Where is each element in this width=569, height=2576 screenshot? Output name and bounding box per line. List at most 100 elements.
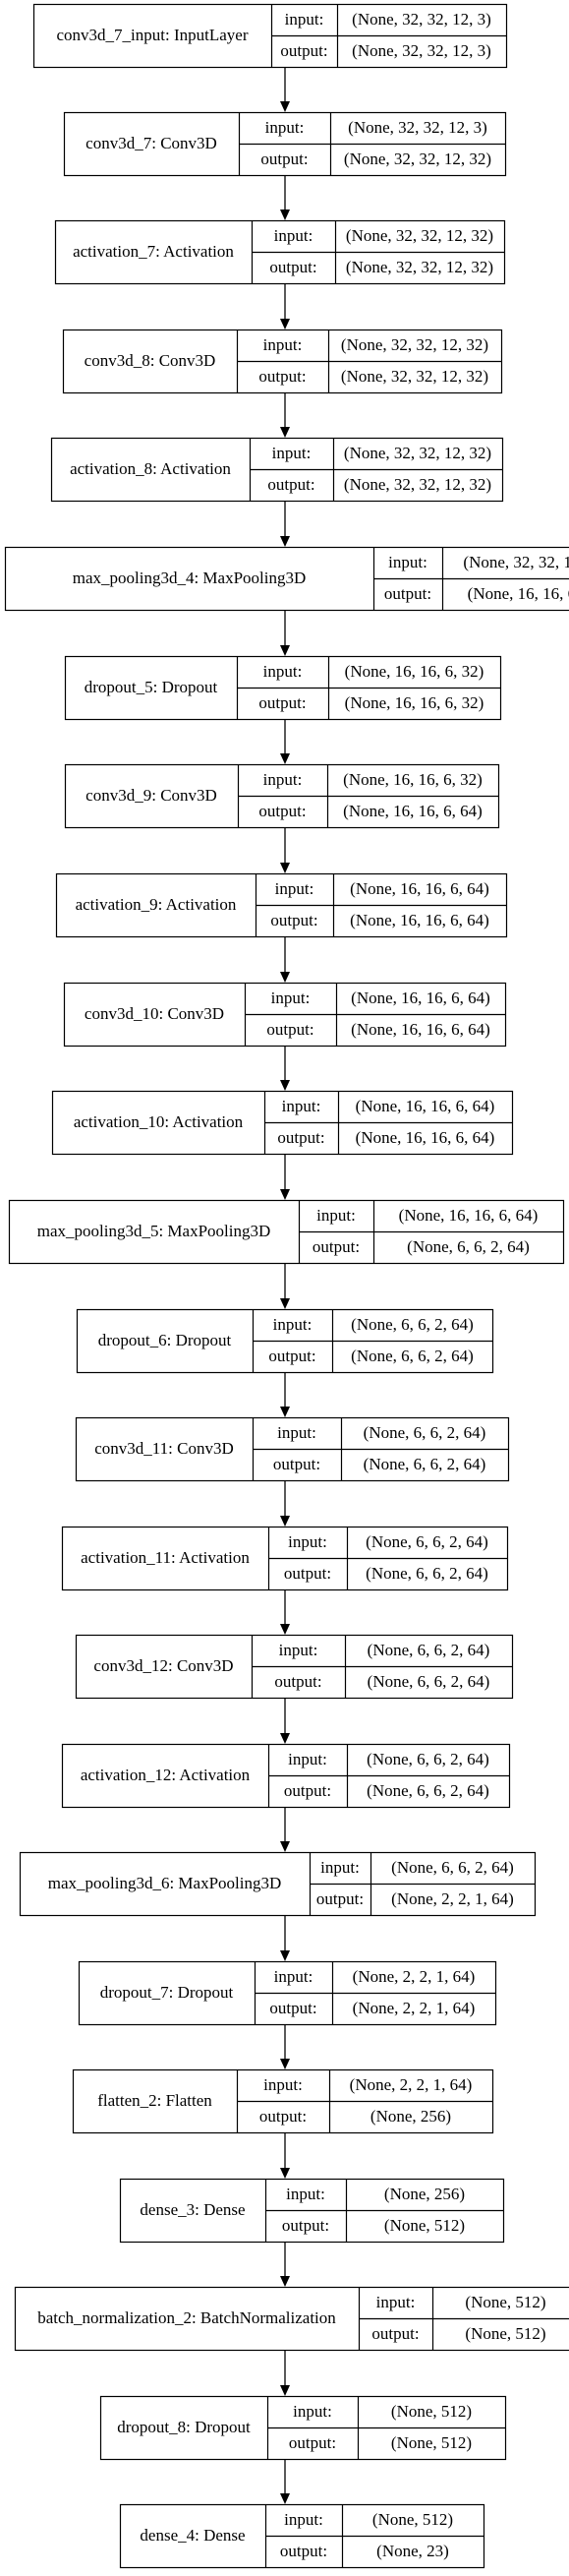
input-shape: (None, 256) (384, 2185, 465, 2203)
output-shape: (None, 16, 16, 6, 64) (356, 1128, 495, 1147)
output-shape: (None, 32, 32, 12, 3) (352, 41, 491, 60)
output-shape: (None, 2, 2, 1, 64) (391, 1889, 514, 1908)
output-label: output: (371, 2324, 419, 2343)
connector-arrow (280, 1481, 290, 1527)
input-shape: (None, 6, 6, 2, 64) (391, 1858, 514, 1877)
connector-arrow (280, 2243, 290, 2287)
connector-arrow (280, 1264, 290, 1309)
output-label: output: (280, 2542, 327, 2560)
output-shape: (None, 2, 2, 1, 64) (353, 1999, 476, 2017)
output-label: output: (289, 2433, 336, 2452)
output-label: output: (316, 1889, 364, 1908)
layer-node: batch_normalization_2: BatchNormalizatio… (14, 2286, 569, 2352)
input-label: input: (293, 2402, 332, 2421)
output-label: output: (274, 1672, 321, 1691)
connector-arrow (280, 68, 290, 112)
input-label: input: (275, 879, 314, 898)
input-label: input: (271, 988, 311, 1007)
layer-node: activation_8: Activationinput:output:(No… (50, 437, 504, 503)
layer-name: dense_4: Dense (140, 2526, 245, 2545)
output-label: output: (284, 1564, 331, 1583)
layer-node: activation_9: Activation input: output: (No… (55, 872, 508, 938)
input-label: input: (273, 1315, 313, 1334)
input-label: input: (274, 1967, 313, 1986)
output-label: output: (280, 41, 327, 60)
output-shape: (None, 6, 6, 2, 64) (407, 1237, 530, 1256)
layer-name: activation_10: Activation (74, 1112, 244, 1131)
connector-arrow (280, 2460, 290, 2504)
connector-arrow (280, 2133, 290, 2179)
layer-node: max_pooling3d_6: MaxPooling3Dinput:outpu… (19, 1851, 537, 1917)
input-label: input: (288, 1750, 327, 1768)
output-shape: (None, 6, 6, 2, 64) (364, 1455, 486, 1473)
connector-arrow (280, 1916, 290, 1961)
input-shape: (None, 16, 16, 6, 32) (343, 770, 483, 789)
input-label: input: (288, 1532, 327, 1551)
output-shape: (None, 16, 16, 6, 64) (350, 911, 489, 929)
input-shape: (None, 6, 6, 2, 64) (367, 1750, 489, 1768)
input-label: input: (376, 2293, 416, 2311)
layer-name: activation_12: Activation (81, 1766, 251, 1784)
layer-node: activation_11: Activationinput:output:(N… (61, 1526, 509, 1591)
connector-arrow (280, 1155, 290, 1200)
output-label: output: (269, 258, 316, 276)
connector-arrow (280, 176, 290, 220)
input-shape: (None, 16, 16, 6, 32) (345, 662, 484, 681)
input-label: input: (320, 1858, 360, 1877)
output-shape: (None, 32, 32, 12, 32) (341, 367, 488, 386)
output-label: output: (266, 1020, 313, 1039)
connector-arrow (280, 937, 290, 983)
connector-arrow (280, 284, 290, 329)
output-shape: (None, 16, 16, 6, 32) (345, 693, 484, 712)
output-shape: (None, 512) (384, 2216, 465, 2235)
layer-name: activation_7: Activation (73, 242, 234, 261)
input-shape: (None, 32, 32, 12, 32) (341, 335, 488, 354)
layer-name: conv3d_7: Conv3D (85, 134, 217, 152)
output-label: output: (269, 1999, 316, 2017)
layer-node: max_pooling3d_5: MaxPooling3Dinput:outpu… (8, 1199, 565, 1265)
input-label: input: (279, 1641, 318, 1659)
input-label: input: (263, 335, 303, 354)
layer-name: activation_9: Activation (76, 895, 237, 914)
output-label: output: (259, 2107, 307, 2126)
output-label: output: (268, 1347, 315, 1365)
connector-arrow (280, 1047, 290, 1091)
output-label: output: (270, 911, 317, 929)
output-shape: (None, 23) (376, 2542, 449, 2560)
output-shape: (None, 32, 32, 12, 32) (346, 258, 493, 276)
connector-arrow (280, 1699, 290, 1744)
input-shape: (None, 32, 32, 12, 3) (352, 10, 491, 29)
connector-arrow (280, 828, 290, 873)
output-label: output: (267, 475, 314, 494)
layer-name: dropout_5: Dropout (85, 678, 218, 696)
layer-name: dropout_6: Dropout (98, 1331, 232, 1349)
layer-name: conv3d_12: Conv3D (93, 1656, 233, 1675)
layer-name: conv3d_8: Conv3D (85, 351, 216, 370)
layer-name: conv3d_11: Conv3D (94, 1439, 234, 1458)
output-shape: (None, 512) (465, 2324, 545, 2343)
input-label: input: (272, 444, 312, 462)
output-label: output: (282, 2216, 329, 2235)
layer-name: max_pooling3d_5: MaxPooling3D (37, 1222, 271, 1240)
connector-arrow (280, 2351, 290, 2396)
connector-arrow (280, 2025, 290, 2069)
connector-arrow (280, 611, 290, 656)
layer-name: activation_8: Activation (70, 459, 231, 478)
layer-node: activation_12: Activationinput:output:(N… (61, 1743, 511, 1809)
connector-arrow (280, 502, 290, 547)
layer-node: conv3d_7_input: InputLayerinput:output:(… (32, 3, 508, 69)
layer-name: conv3d_9: Conv3D (85, 786, 217, 805)
layer-name: conv3d_7_input: InputLayer (57, 26, 249, 44)
input-label: input: (263, 662, 303, 681)
input-shape: (None, 16, 16, 6, 64) (351, 988, 490, 1007)
